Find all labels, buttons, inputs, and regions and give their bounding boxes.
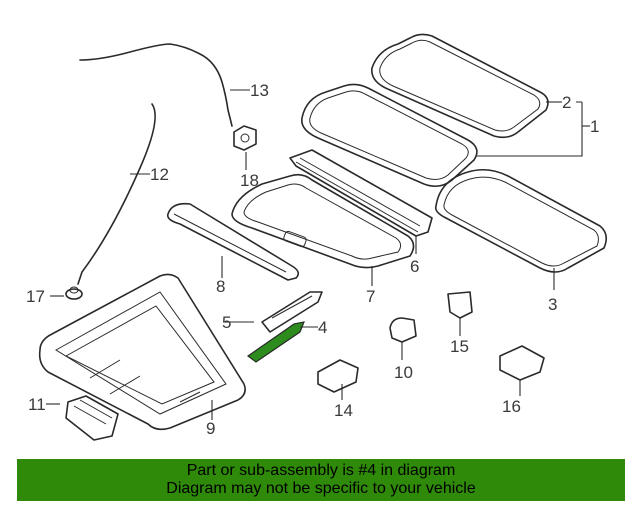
part-17-grommet — [65, 286, 83, 300]
part-18-clip — [233, 125, 257, 151]
banner-line-2: Diagram may not be specific to your vehi… — [166, 480, 476, 497]
part-1-glass — [301, 83, 478, 188]
part-2-seal — [371, 33, 549, 139]
callout-17: 17 — [26, 287, 45, 306]
callout-labels: 1 2 3 4 5 6 7 8 9 11 12 13 14 15 16 17 1… — [26, 81, 599, 438]
part-7-frame — [231, 173, 415, 269]
part-3-seal — [434, 168, 608, 273]
callout-14: 14 — [334, 401, 353, 420]
callout-18: 18 — [240, 171, 259, 190]
info-banner: Part or sub-assembly is #4 in diagram Di… — [17, 459, 625, 501]
callout-2: 2 — [562, 93, 571, 112]
banner-line-1: Part or sub-assembly is #4 in diagram — [186, 462, 456, 479]
part-5-rail — [261, 291, 323, 333]
part-15-clip — [447, 291, 473, 319]
callout-3: 3 — [548, 295, 557, 314]
part-10-stopper — [389, 317, 417, 343]
callout-13: 13 — [250, 81, 269, 100]
callout-9: 9 — [206, 419, 215, 438]
callout-11: 11 — [28, 395, 46, 414]
callout-6: 6 — [410, 257, 419, 276]
part-16-bracket — [499, 345, 545, 381]
callout-7: 7 — [366, 287, 375, 306]
callout-4: 4 — [318, 318, 327, 337]
part-11-motor — [65, 395, 119, 441]
part-13-hose — [79, 43, 233, 127]
callout-15: 15 — [450, 337, 469, 356]
part-9-tray — [38, 273, 246, 431]
leader-lines — [46, 89, 590, 420]
callout-12: 12 — [150, 165, 169, 184]
part-12-hose — [77, 103, 156, 285]
callout-16: 16 — [502, 397, 521, 416]
callout-8: 8 — [216, 277, 225, 296]
callout-10: 10 — [394, 363, 413, 382]
part-6-deflector — [289, 149, 433, 237]
part-8-shade — [166, 202, 300, 281]
callout-1: 1 — [590, 117, 599, 136]
callout-5: 5 — [222, 313, 231, 332]
part-14-bracket — [317, 359, 359, 393]
